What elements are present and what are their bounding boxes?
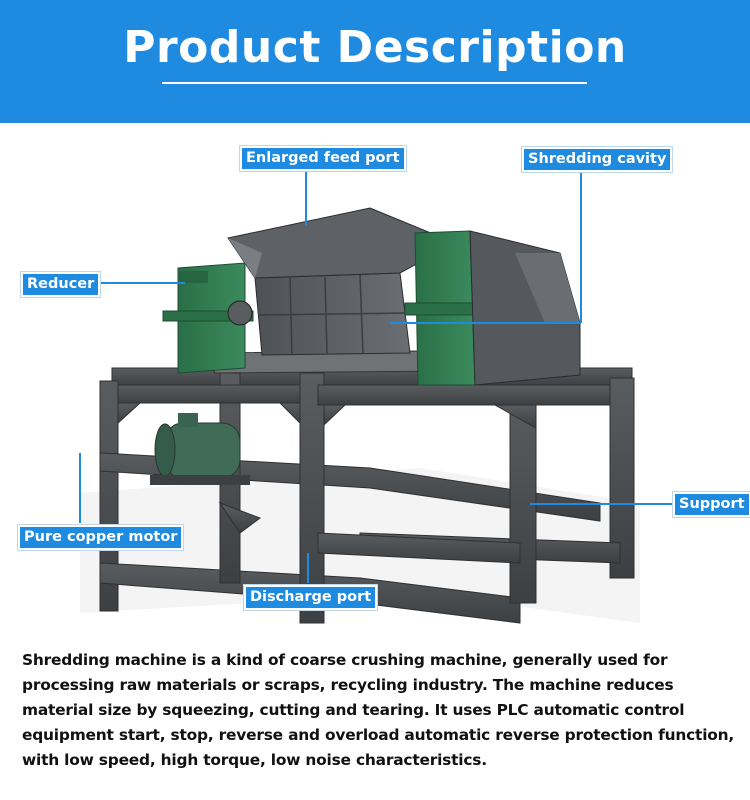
motor-shape bbox=[150, 413, 250, 485]
label-support: Support bbox=[673, 492, 750, 517]
header-banner: Product Description bbox=[0, 0, 750, 123]
title-underline bbox=[162, 82, 587, 84]
product-image-area: Enlarged feed port Shredding cavity Redu… bbox=[0, 123, 750, 633]
shredder-machine-illustration bbox=[79, 168, 675, 624]
product-description-text: Shredding machine is a kind of coarse cr… bbox=[22, 651, 735, 769]
label-reducer: Reducer bbox=[21, 272, 101, 297]
label-shredding-cavity: Shredding cavity bbox=[522, 147, 673, 172]
label-discharge-port: Discharge port bbox=[244, 585, 378, 610]
page-title: Product Description bbox=[123, 22, 627, 73]
label-pure-copper-motor: Pure copper motor bbox=[18, 525, 184, 550]
label-enlarged-feed-port: Enlarged feed port bbox=[240, 146, 406, 171]
